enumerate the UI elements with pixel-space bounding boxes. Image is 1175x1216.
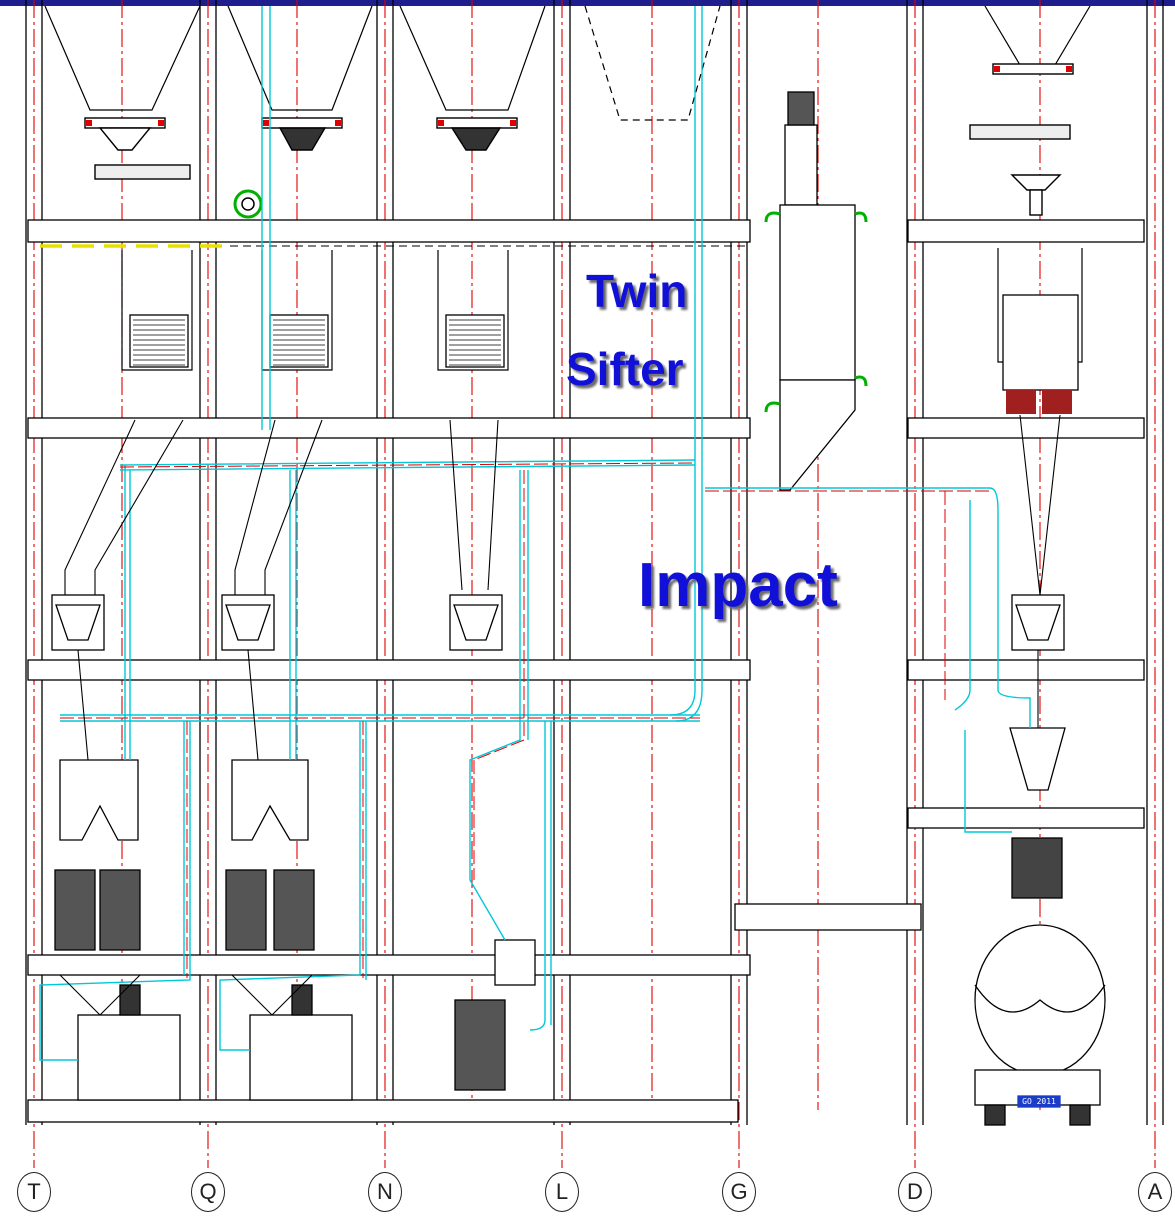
label-twin: Twin xyxy=(586,265,688,317)
rotary-feeders xyxy=(84,63,1074,216)
cyclone-separator xyxy=(764,91,868,491)
gravity-chutes xyxy=(59,414,1061,1016)
axis-bubble-N: N xyxy=(368,1172,402,1212)
label-impact: Impact xyxy=(638,551,838,620)
process-lines xyxy=(60,462,990,978)
pneumatic-lines xyxy=(39,6,1031,1061)
feeder-flanges xyxy=(86,66,1072,126)
top-banner-bar xyxy=(0,0,1175,6)
twin-sifter-outlets xyxy=(1006,390,1072,414)
dust-collector xyxy=(1009,727,1066,899)
packer-units xyxy=(54,869,315,951)
bagging-machine xyxy=(454,939,536,1091)
sifter-screens xyxy=(133,319,501,366)
receiver-hoppers xyxy=(51,594,1065,651)
tanker-truck xyxy=(974,924,1106,1126)
truck-plate: GO 2011 xyxy=(1022,1097,1056,1106)
surge-bins xyxy=(59,759,309,841)
floor-slabs xyxy=(27,219,1145,1123)
axis-bubble-D: D xyxy=(898,1172,932,1212)
axis-bubble-L: L xyxy=(545,1172,579,1212)
axis-bubble-T: T xyxy=(17,1172,51,1212)
axis-bubble-G: G xyxy=(722,1172,756,1212)
ground-tanks xyxy=(77,984,353,1101)
axis-bubble-Q: Q xyxy=(191,1172,225,1212)
sifter-bodies xyxy=(129,294,1079,391)
building-columns xyxy=(25,0,1164,1125)
silo-hoppers xyxy=(44,5,1091,121)
axis-bubble-A: A xyxy=(1138,1172,1172,1212)
label-sifter: Sifter xyxy=(566,343,684,395)
